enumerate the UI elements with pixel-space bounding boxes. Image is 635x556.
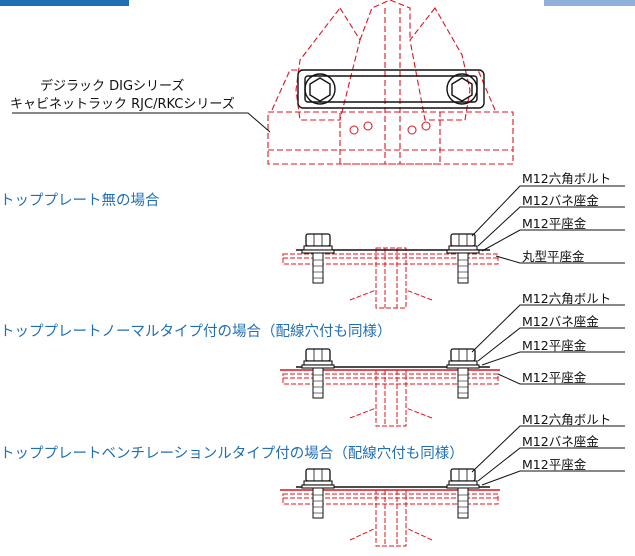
callout-spring-washer: M12バネ座金 xyxy=(522,193,599,208)
callout-spring-washer: M12バネ座金 xyxy=(522,434,599,449)
series-label-rjc: キャビネットラック RJC/RKCシリーズ xyxy=(10,97,235,112)
callout-round-washer: 丸型平座金 xyxy=(522,249,585,264)
section-heading-3: トッププレートベンチレーションルタイプ付の場合（配線穴付も同様） xyxy=(0,446,464,462)
series-label-dig: デジラック DIGシリーズ xyxy=(40,79,185,94)
cabinet-bolt-bar xyxy=(297,69,485,109)
callout-flat-washer-lower: M12平座金 xyxy=(522,370,587,385)
section-heading-2: トッププレートノーマルタイプ付の場合（配線穴付も同様） xyxy=(0,324,392,340)
cabinet-drawing xyxy=(267,0,514,165)
callout-flat-washer: M12平座金 xyxy=(522,338,587,353)
header-accent-bar xyxy=(0,0,129,6)
callout-hex-bolt: M12六角ボルト xyxy=(522,171,612,186)
assembly-2 xyxy=(280,348,500,427)
section-heading-1: トッププレート無の場合 xyxy=(0,193,160,209)
callout-hex-bolt: M12六角ボルト xyxy=(522,291,612,306)
assembly-1 xyxy=(282,233,499,309)
callout-hex-bolt: M12六角ボルト xyxy=(522,412,612,427)
leader-lines xyxy=(471,185,625,486)
callout-flat-washer: M12平座金 xyxy=(522,457,587,472)
callout-flat-washer: M12平座金 xyxy=(522,216,587,231)
assembly-3 xyxy=(280,468,500,547)
callout-spring-washer: M12バネ座金 xyxy=(522,314,599,329)
header-light-bar xyxy=(544,0,635,6)
